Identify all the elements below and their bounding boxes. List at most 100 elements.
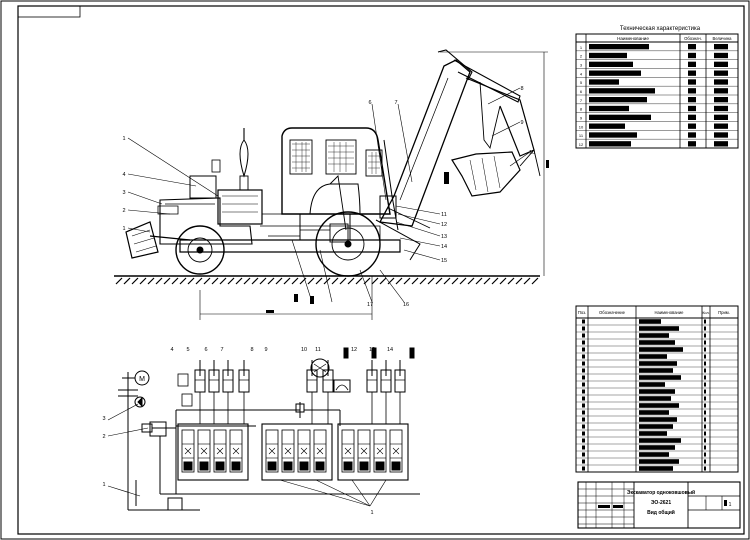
specs-row-number: 6 [580,89,583,94]
parts-row-bar [639,452,669,457]
parts-row-bar [639,382,665,387]
inner-frame [17,5,745,535]
schematic-callout: 4 [170,347,173,353]
machine-callout: 15 [441,258,447,264]
parts-col-name: Наименование [654,310,684,315]
specs-row-number: 3 [580,63,583,68]
machine-callout: 14 [441,244,447,250]
specs-row-bar [589,141,631,147]
hydromotor [310,358,330,378]
title-line-3: Вид общий [647,509,675,516]
specs-row-bar [589,123,625,129]
schematic-callout: 14 [387,347,393,353]
schematic-callout: 9 [264,347,267,353]
schematic-callout: 2 [102,434,105,440]
parts-row-bar [639,340,675,345]
parts-row-bar [639,347,683,352]
specs-col-value: Величина [713,36,733,41]
schematic-callout: 11 [315,347,321,353]
hydraulic-schematic: М [107,347,420,511]
title-block: Экскаватор одноковшовый ЭО-2621 Вид общи… [577,481,741,529]
machine-callout: 9 [520,120,523,126]
excavator-side-view [114,49,549,320]
parts-col-pos: Поз. [578,310,586,315]
machine-callout: 1 [122,226,125,232]
front-wheel [175,225,225,275]
parts-row-bar [639,459,679,464]
machine-callout: 4 [122,172,125,178]
valve-block [177,423,249,481]
specs-row-bar [589,79,619,85]
specs-row-bar [589,61,633,67]
dozer-blade [125,221,159,259]
parts-table: Поз. Обозначение Наименование Кол. Прим. [575,305,739,473]
machine-callout: 10 [529,150,535,156]
schematic-callout: 10 [301,347,307,353]
specs-row-number: 12 [579,142,584,147]
schematic-callout: 12 [351,347,357,353]
specs-row-number: 2 [580,54,583,59]
specs-row-bar [589,114,651,120]
parts-col-note: Прим. [718,310,730,315]
specs-col-name: Наименование [617,36,649,41]
specs-row-number: 8 [580,107,583,112]
parts-row-bar [639,417,677,422]
specs-row-bar [589,70,641,76]
specs-row-number: 11 [579,133,584,138]
parts-col-qty: Кол. [702,311,709,315]
parts-row-bar [639,445,675,450]
parts-row-bar [639,361,677,366]
parts-table-rows [576,319,738,473]
machine-callout: 11 [441,212,447,218]
schematic-callout: 1 [370,510,373,516]
specs-row-bar [589,44,649,50]
chassis-frame [179,239,401,253]
schematic-callout: 6 [204,347,207,353]
specs-row-number: 4 [580,71,583,76]
parts-row-bar [639,319,661,324]
specs-row-number: 9 [580,116,583,121]
parts-row-bar [639,431,667,436]
specs-row-bar [589,88,655,94]
machine-callout: 3 [122,190,125,196]
cab [281,127,391,215]
pump [134,396,146,408]
specs-row-number: 5 [580,80,583,85]
parts-row-bar [639,403,679,408]
machine-callout: 2 [122,208,125,214]
specs-row-bar [589,97,647,103]
parts-row-bar [639,326,679,331]
machine-callout: 8 [520,86,523,92]
schematic-callout: 13 [369,347,375,353]
schematic-callout: 3 [102,416,105,422]
sheet-number: 1 [729,502,732,508]
schematic-callout: 8 [250,347,253,353]
parts-col-designation: Обозначение [599,310,626,315]
specs-row-number: 7 [580,98,583,103]
machine-callout: 17 [367,302,373,308]
specs-row-bar [589,105,629,112]
schematic-callout: 1 [102,482,105,488]
rear-wheel [315,211,381,277]
parts-row-bar [639,466,673,471]
svg-text:М: М [139,376,145,383]
machine-callout: 1 [122,136,125,142]
specs-row-number: 1 [580,45,583,50]
title-line-2: ЭО-2621 [651,500,671,506]
specs-table-title: Техническая характеристика [620,26,701,32]
corner-stamp [17,5,81,18]
machine-callout: 16 [403,302,409,308]
machine-callout: 7 [394,100,397,106]
specs-row-bar [589,132,637,138]
parts-row-bar [639,333,669,338]
parts-row-bar [639,389,675,394]
parts-row-bar [639,424,673,429]
parts-row-bar [639,396,671,401]
valve-block [261,423,333,481]
specs-row-number: 10 [579,124,584,129]
specs-row-bar [589,52,627,59]
